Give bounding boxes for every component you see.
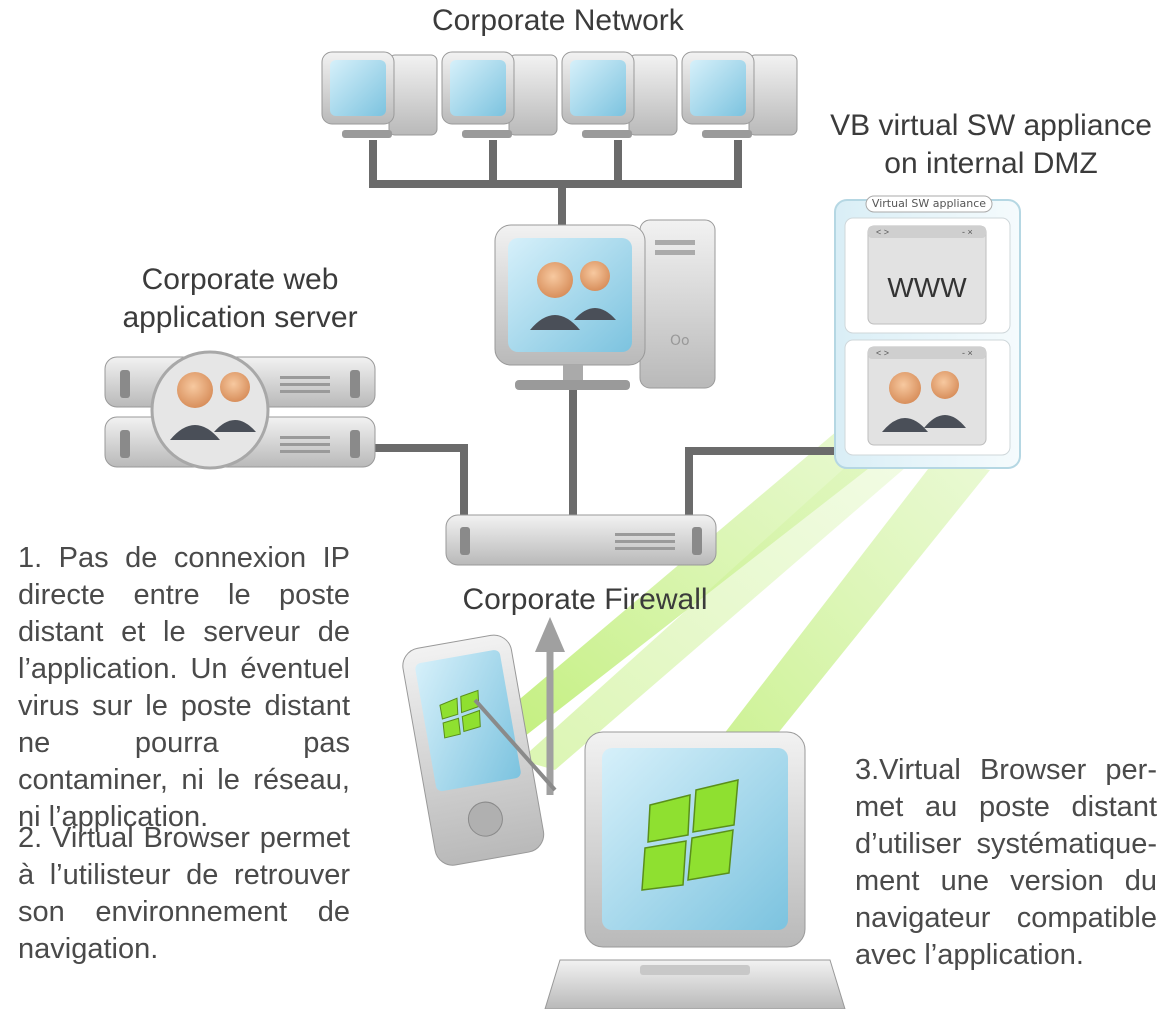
web-server-label-line2: application server [122,301,358,334]
note-2: 2. Virtual Browser permet à l’utilisteur… [18,822,350,965]
web-server-label-line1: Corporate web [141,263,339,296]
central-workstation: Oo [494,219,716,390]
vb-appliance-label-line1: VB virtual SW appliance [830,109,1152,142]
remote-laptop [544,731,846,1009]
appliance-window-2-controls: - × [962,348,973,358]
corporate-network-label: Corporate Network [432,4,684,37]
appliance-window-2-nav: < > [876,348,890,358]
www-label: WWW [887,272,967,303]
remote-tablet [402,634,557,866]
virtual-sw-appliance [834,195,1021,469]
note-1: 1. Pas de connexion IP directe entre le … [18,542,350,833]
network-lines [369,140,835,518]
vb-appliance-label-line2: on internal DMZ [884,147,1098,180]
appliance-tab-label: Virtual SW appliance [871,197,987,210]
note-3: 3.Virtual Browser per-met au poste dista… [855,754,1157,971]
svg-text:Oo: Oo [670,333,690,349]
appliance-window-1-controls: - × [962,227,973,237]
firewall-label: Corporate Firewall [462,583,708,616]
appliance-window-1-nav: < > [876,227,890,237]
web-application-server [104,350,376,470]
corporate-pc-2 [441,51,558,138]
upward-arrow [535,617,565,795]
corporate-pc-3 [561,51,678,138]
corporate-firewall [445,514,717,566]
corporate-pc-4 [681,51,798,138]
corporate-pc-1 [321,51,438,138]
